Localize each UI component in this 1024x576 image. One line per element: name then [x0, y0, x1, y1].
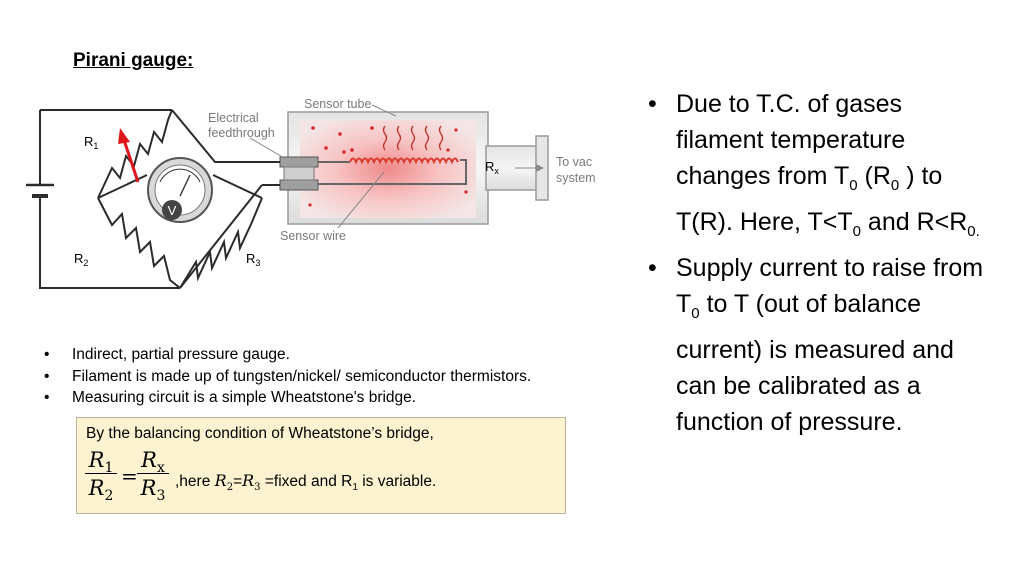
slide-title: Pirani gauge:	[73, 50, 194, 71]
voltmeter-icon: V	[147, 157, 213, 223]
r2-label: R2	[74, 251, 88, 268]
r3-label: R3	[246, 251, 260, 268]
resistor-r3	[179, 197, 263, 289]
bridge-wiring	[39, 109, 280, 289]
arrowhead-icon	[536, 164, 544, 172]
sensor-wire-label: Sensor wire	[280, 229, 346, 243]
voltmeter-label: V	[168, 203, 177, 218]
sensor-wire	[318, 157, 467, 185]
resistor-r2	[97, 197, 181, 289]
variable-arrow-icon	[118, 128, 140, 183]
list-item: Supply current to raise from T0 to T (ou…	[648, 250, 988, 440]
sensor-tube	[287, 111, 549, 225]
summary-bullets: Indirect, partial pressure gauge. Filame…	[44, 344, 531, 409]
resistor-r1	[97, 109, 173, 199]
sensor-tube-label: Sensor tube	[304, 97, 371, 111]
feedthrough-label: feedthrough	[208, 126, 275, 140]
list-item: Indirect, partial pressure gauge.	[44, 344, 531, 366]
list-item: Due to T.C. of gases filament temperatur…	[648, 86, 988, 250]
fraction-rx-r3: Rx R3	[137, 448, 169, 504]
equation-condition: ,here R2=R3 =fixed and R1 is variable.	[175, 471, 437, 494]
list-item: Filament is made up of tungsten/nickel/ …	[44, 366, 531, 388]
explanation-bullets: Due to T.C. of gases filament temperatur…	[648, 86, 988, 440]
r1-label: R1	[84, 134, 98, 151]
equation-heading: By the balancing condition of Wheatstone…	[86, 425, 434, 442]
battery-icon	[26, 183, 54, 215]
fraction-r1-r2: R1 R2	[85, 448, 117, 504]
pirani-gauge-diagram: V Electrical feedthrough Sensor tube Sen…	[26, 97, 596, 289]
system-label: system	[556, 171, 596, 185]
balance-equation-box: By the balancing condition of Wheatstone…	[76, 417, 566, 514]
electrical-label: Electrical	[208, 111, 259, 125]
feedthrough	[279, 156, 319, 191]
equals-sign: =	[121, 464, 138, 488]
heat-waves	[382, 125, 444, 151]
to-vac-label: To vac	[556, 155, 592, 169]
rx-label: Rx	[485, 159, 499, 176]
list-item: Measuring circuit is a simple Wheatstone…	[44, 387, 531, 409]
gas-molecules	[308, 126, 468, 207]
callout-lines	[249, 104, 538, 229]
